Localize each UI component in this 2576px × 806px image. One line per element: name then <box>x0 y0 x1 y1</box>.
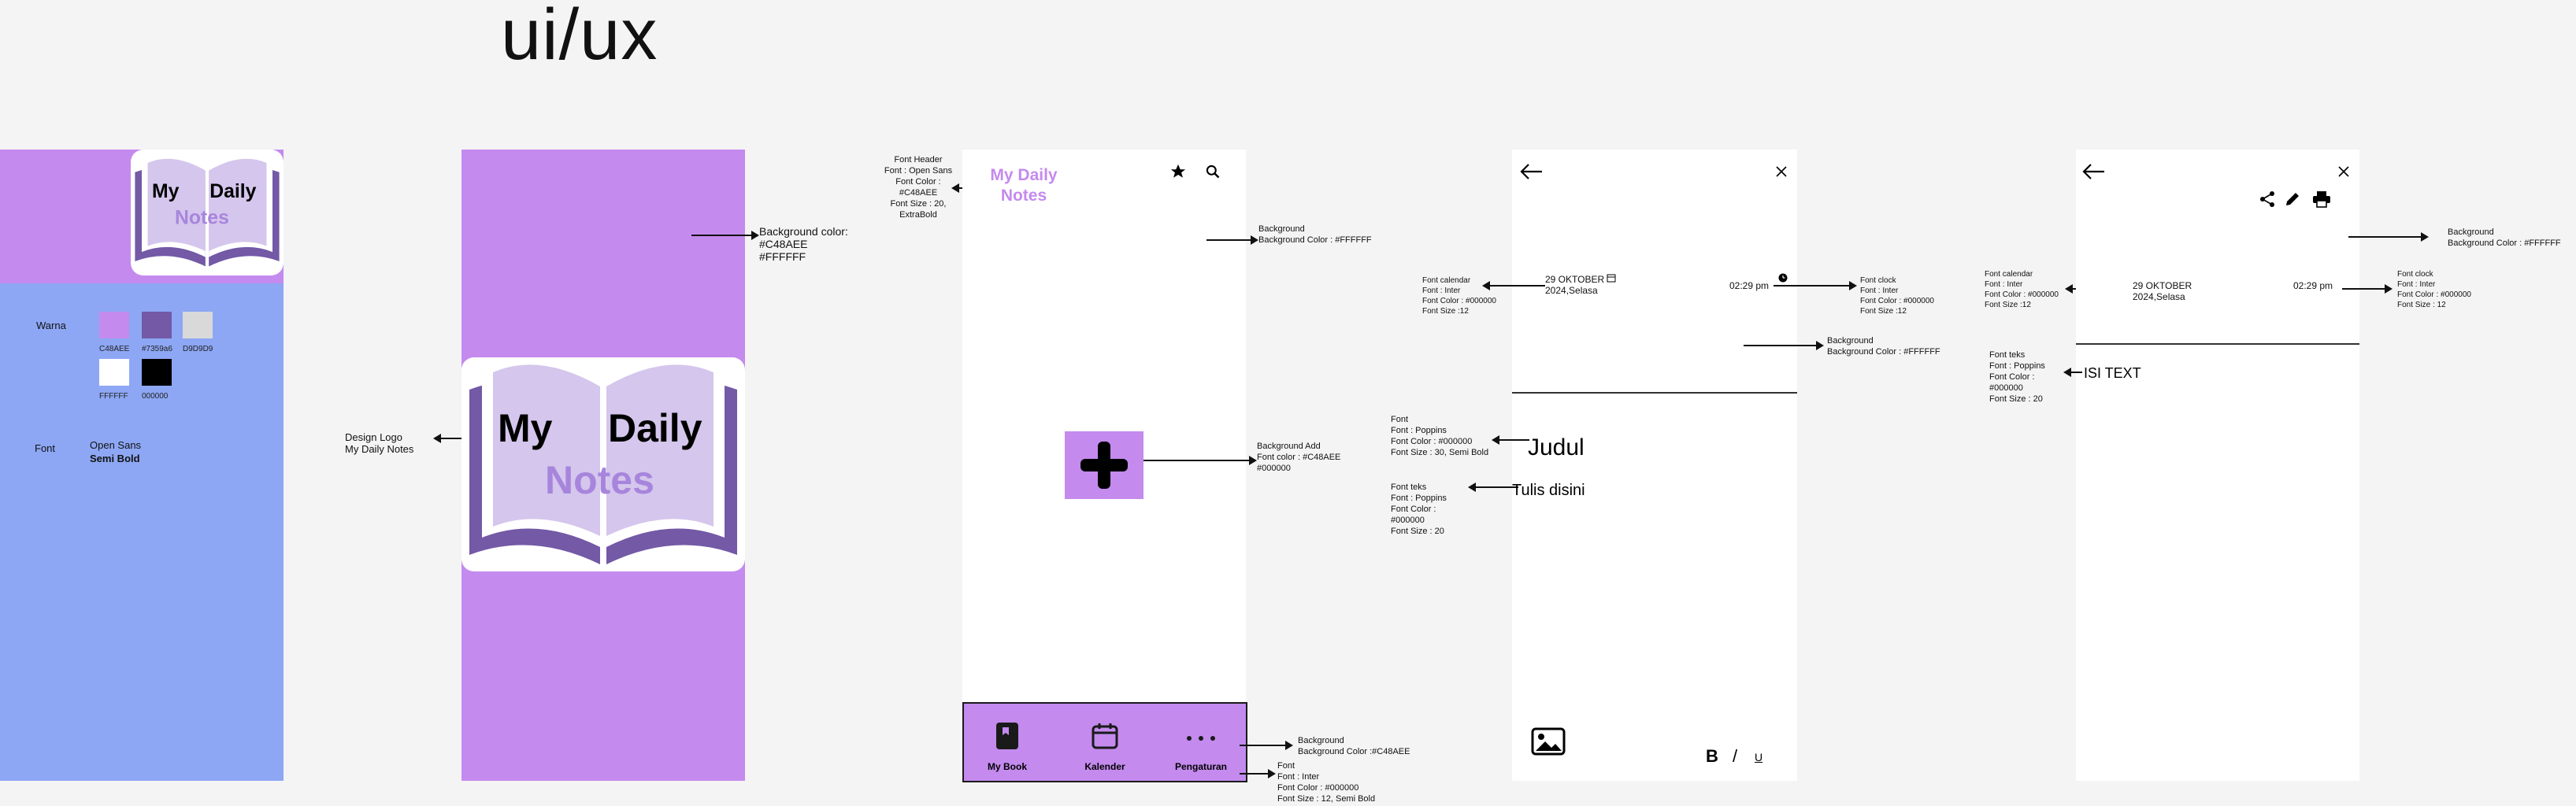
arrow <box>1744 341 1824 350</box>
logo-book-illustration: My Daily Notes <box>469 364 737 564</box>
arrow <box>433 434 487 443</box>
time-display[interactable]: 02:29 pm <box>1729 280 1770 291</box>
nav-bg-note: Background Background Color :#C48AEE <box>1298 736 1410 756</box>
logo-small: My Daily Notes <box>131 150 284 275</box>
nav-item-pengaturan[interactable]: Pengaturan <box>1158 723 1244 772</box>
swatch-d9d9d9 <box>183 312 213 338</box>
nav-item-kalender[interactable]: Kalender <box>1062 723 1148 772</box>
nav-font-note: Font Font : Inter Font Color : #000000 F… <box>1277 761 1376 804</box>
design-logo-note: Design Logo My Daily Notes <box>345 431 414 455</box>
editor-screen <box>1512 150 1797 781</box>
date-display[interactable]: 29 OKTOBER 2024,Selasa <box>1545 274 1605 296</box>
swatch-ffffff <box>99 359 129 386</box>
arrow <box>2348 232 2429 242</box>
close-icon[interactable] <box>2337 165 2350 182</box>
swatch-label: 000000 <box>142 392 169 401</box>
arrow <box>1482 281 1545 290</box>
calendar-small-icon <box>1607 272 1616 287</box>
swatch-7359a6 <box>142 312 172 338</box>
print-icon[interactable] <box>2312 190 2331 212</box>
arrow <box>1774 281 1857 290</box>
splash-bg-note: Background color: #C48AEE #FFFFFF <box>759 225 848 263</box>
home-bg-note: Background Background Color : #FFFFFF <box>1258 224 1372 245</box>
viewer-date-display: 29 OKTOBER 2024,Selasa <box>2133 280 2192 302</box>
clock-icon <box>1778 272 1788 287</box>
font-weight: Semi Bold <box>90 453 140 464</box>
logo-word-daily: Daily <box>608 406 702 450</box>
viewer-calendar-note: Font calendar Font : Inter Font Color : … <box>1985 270 2059 309</box>
arrow <box>2063 368 2082 377</box>
page-title: ui/ux <box>501 0 658 75</box>
swatch-label: FFFFFF <box>99 392 128 401</box>
star-icon[interactable] <box>1167 161 1189 183</box>
font-name: Open Sans <box>90 439 142 451</box>
divider <box>2076 343 2359 345</box>
nav-label: My Book <box>987 761 1027 772</box>
swatch-label: #7359a6 <box>142 345 172 353</box>
arrow <box>1492 435 1529 445</box>
bold-button[interactable]: B <box>1706 746 1718 766</box>
style-guide-body <box>0 283 284 781</box>
italic-button[interactable]: / <box>1733 746 1738 766</box>
swatch-c48aee <box>99 312 129 338</box>
logo-word-my: My <box>152 181 180 202</box>
logo-word-notes: Notes <box>545 458 654 502</box>
divider <box>1512 392 1797 394</box>
viewer-time-display: 02:29 pm <box>2293 280 2333 291</box>
logo-word-notes: Notes <box>175 208 229 229</box>
viewer-clock-note: Font clock Font : Inter Font Color : #00… <box>2397 270 2471 309</box>
clock-font-note: Font clock Font : Inter Font Color : #00… <box>1860 276 1934 316</box>
calendar-font-note: Font calendar Font : Inter Font Color : … <box>1422 276 1496 316</box>
swatch-label: D9D9D9 <box>183 345 213 353</box>
underline-button[interactable]: U <box>1755 751 1763 763</box>
share-icon[interactable] <box>2259 190 2276 212</box>
back-arrow-icon[interactable] <box>2081 162 2106 185</box>
nav-label: Pengaturan <box>1174 761 1227 772</box>
nav-label: Kalender <box>1084 761 1125 772</box>
calendar-icon <box>1092 723 1118 749</box>
font-label: Font <box>35 442 56 454</box>
logo-large: My Daily Notes <box>461 357 745 571</box>
arrow <box>691 231 759 240</box>
viewer-text-note: Font teks Font : Poppins Font Color : #0… <box>1989 350 2045 404</box>
editor-bg-note: Background Background Color : #FFFFFF <box>1827 336 1940 357</box>
logo-word-my: My <box>498 406 553 450</box>
book-icon <box>996 723 1018 749</box>
logo-word-daily: Daily <box>209 181 256 202</box>
logo-book-illustration: My Daily Notes <box>135 158 280 267</box>
bottom-nav: My Book Kalender Pengaturan <box>962 702 1247 782</box>
swatch-000000 <box>142 359 172 386</box>
app-title: My Daily Notes <box>990 166 1058 205</box>
arrow <box>1240 769 1276 778</box>
arrow <box>2342 284 2393 294</box>
arrow <box>1468 482 1518 492</box>
more-dots-icon <box>1187 736 1215 741</box>
plus-icon <box>1080 442 1128 489</box>
back-arrow-icon[interactable] <box>1518 162 1544 185</box>
viewer-screen <box>2076 150 2359 781</box>
viewer-bg-note: Background Background Color : #FFFFFF <box>2448 227 2561 248</box>
title-font-note: Font Font : Poppins Font Color : #000000… <box>1391 415 1489 457</box>
arrow <box>1206 235 1258 245</box>
search-icon[interactable] <box>1202 161 1224 183</box>
image-icon[interactable] <box>1531 727 1566 760</box>
arrow <box>1143 456 1257 465</box>
arrow <box>1240 741 1293 750</box>
add-note-button[interactable] <box>1065 431 1143 499</box>
swatch-label: C48AEE <box>99 345 130 353</box>
title-input[interactable]: Judul <box>1528 434 1585 460</box>
body-input[interactable]: Tulis disini <box>1512 482 1585 499</box>
edit-pencil-icon[interactable] <box>2284 190 2301 212</box>
close-icon[interactable] <box>1775 165 1788 182</box>
note-content: ISI TEXT <box>2084 365 2141 381</box>
text-font-note: Font teks Font : Poppins Font Color : #0… <box>1391 482 1447 536</box>
add-button-note: Background Add Font color : #C48AEE #000… <box>1257 442 1341 473</box>
header-font-note: Font Header Font : Open Sans Font Color … <box>884 155 953 220</box>
nav-item-my-book[interactable]: My Book <box>964 723 1051 772</box>
color-label: Warna <box>36 320 66 331</box>
